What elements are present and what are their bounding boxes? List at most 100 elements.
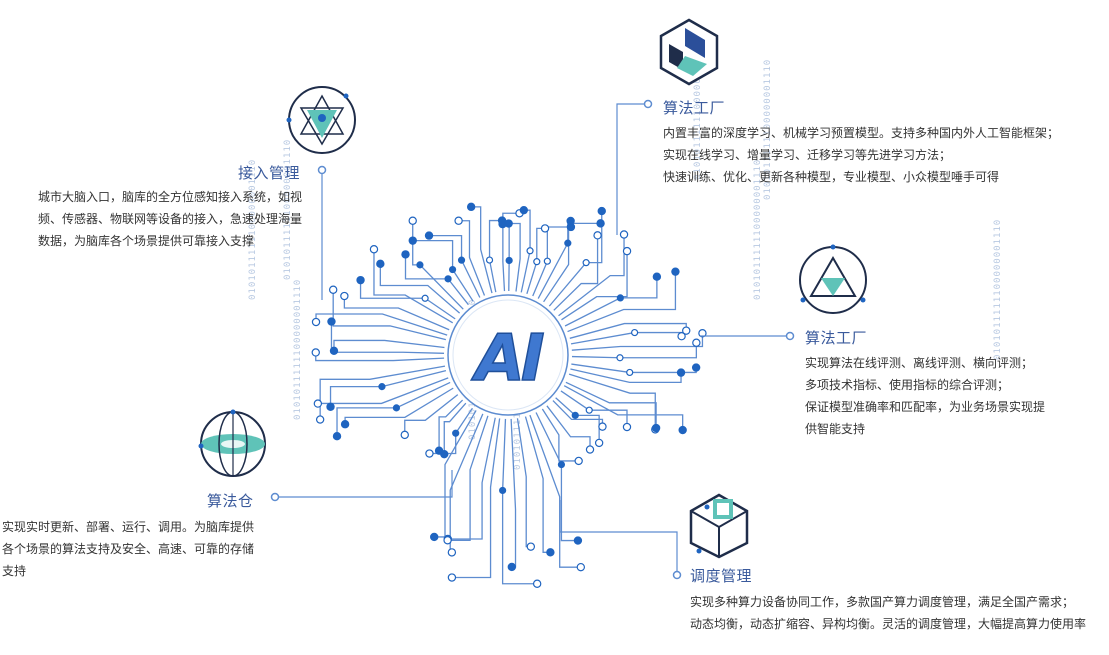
circuit-trace <box>563 385 684 431</box>
circuit-node <box>619 230 629 239</box>
circuit-trace <box>567 271 677 333</box>
circuit-node <box>430 532 439 542</box>
desc-line: 动态均衡，动态扩缩容、异构均衡。灵活的调度管理，大幅提高算力使用率 <box>690 617 1087 631</box>
circuit-node <box>434 446 444 455</box>
circuit-node <box>616 354 624 362</box>
circuit-trace <box>560 390 628 428</box>
circuit-node <box>505 256 513 265</box>
circuit-trace <box>332 289 447 341</box>
circuit-trace <box>502 212 520 292</box>
circuit-trace <box>451 418 501 579</box>
circuit-trace <box>570 368 682 384</box>
section-title-access: 接入管理 <box>238 165 301 182</box>
circuit-node <box>557 460 566 469</box>
circuit-trace <box>343 296 450 331</box>
circuit-node <box>571 411 579 419</box>
binary-column: 0101011111100000001110 <box>763 59 773 200</box>
connector-end <box>785 331 795 341</box>
circuit-node <box>400 430 409 440</box>
circuit-node <box>626 368 634 377</box>
circuit-node <box>677 332 686 341</box>
circuit-trace <box>535 412 578 542</box>
binary-column: 0101011111100000001110 <box>993 219 1003 360</box>
circuit-trace <box>569 322 687 339</box>
circuit-node <box>526 247 534 255</box>
circuit-node <box>327 317 336 326</box>
desc-line: 实现在线学习、增量学习、迁移学习等先进学习方法； <box>663 148 952 162</box>
circuit-trace <box>564 276 658 327</box>
circuit-node <box>392 404 401 412</box>
circuit-node <box>421 294 429 302</box>
circuit-trace <box>404 394 459 435</box>
circuit-trace <box>571 333 704 351</box>
circuit-node <box>564 239 572 247</box>
circuit-node <box>543 257 551 265</box>
circuit-trace <box>546 405 591 450</box>
circuit-node <box>532 579 542 588</box>
circuit-trace <box>571 342 698 359</box>
circuit-node <box>585 445 595 454</box>
circuit-node <box>582 259 590 267</box>
circuit-node <box>315 415 325 424</box>
circuit-trace <box>561 251 628 321</box>
circuit-node <box>598 422 607 431</box>
circuit-trace <box>548 211 603 307</box>
circuit-node <box>651 423 661 433</box>
circuit-node <box>416 261 424 269</box>
circuit-trace <box>568 373 656 430</box>
circuit-trace <box>315 313 448 336</box>
circuit-node <box>691 363 701 372</box>
circuit-node <box>447 548 457 557</box>
desc-line: 内置丰富的深度学习、机械学习预置模型。支持多种国内外人工智能框架； <box>663 126 1060 140</box>
section-desc-access: 城市大脑入口，脑库的全方位感知接入系统，如视 频、传感器、物联网等设备的接入，急… <box>38 186 328 252</box>
circuit-trace <box>333 339 445 351</box>
ai-logo-text: AI <box>470 322 544 396</box>
circuit-node <box>444 275 452 283</box>
binary-column: 0101011111100000001110 <box>293 279 303 420</box>
circuit-node <box>594 438 604 448</box>
circuit-node <box>576 562 586 572</box>
circuit-node <box>631 328 639 337</box>
binary-column: 0101011111100000001110 <box>248 159 258 300</box>
circuit-node <box>585 406 593 414</box>
triangle-circle-icon <box>799 244 867 314</box>
connector-end <box>643 99 653 109</box>
section-desc-factory-top: 内置丰富的深度学习、机械学习预置模型。支持多种国内外人工智能框架； 实现在线学习… <box>663 122 1093 188</box>
circuit-trace <box>329 369 447 407</box>
circuit-trace <box>541 408 579 462</box>
circuit-trace <box>508 222 521 292</box>
circuit-node <box>329 346 339 356</box>
circuit-node <box>424 231 434 240</box>
circuit-trace <box>434 410 477 538</box>
circuit-node <box>313 399 323 408</box>
circuit-node <box>443 536 452 545</box>
circuit-trace <box>488 219 503 293</box>
desc-line: 供智能支持 <box>805 422 866 436</box>
circuit-trace <box>404 254 469 306</box>
circuit-trace <box>429 234 481 298</box>
circuit-trace <box>317 377 449 405</box>
circuit-node <box>425 449 434 458</box>
circuit-trace <box>447 415 489 541</box>
desc-line: 多项技术指标、使用指标的综合评测； <box>805 378 1010 392</box>
circuit-node <box>448 265 457 274</box>
circuit-trace <box>447 417 496 540</box>
hexagon-cube-icon <box>659 18 719 86</box>
desc-line: 保证模型准确率和匹配率，为业务场景实现提 <box>805 400 1046 414</box>
desc-line: 支持 <box>2 564 27 578</box>
circuit-node <box>671 267 680 276</box>
circuit-node <box>596 219 605 228</box>
circuit-node <box>698 329 707 338</box>
circuit-node <box>452 429 460 437</box>
circuit-node <box>326 402 335 411</box>
circuit-node <box>616 294 624 302</box>
circuit-trace <box>443 402 467 455</box>
circuit-node <box>311 317 321 327</box>
section-desc-factory-right: 实现算法在线评测、离线评测、横向评测； 多项技术指标、使用指标的综合评测； 保证… <box>805 352 1085 440</box>
circuit-trace <box>565 381 657 429</box>
globe-icon <box>198 409 266 477</box>
circuit-trace <box>319 365 446 420</box>
circuit-node <box>566 216 575 226</box>
connector-line <box>559 500 678 575</box>
